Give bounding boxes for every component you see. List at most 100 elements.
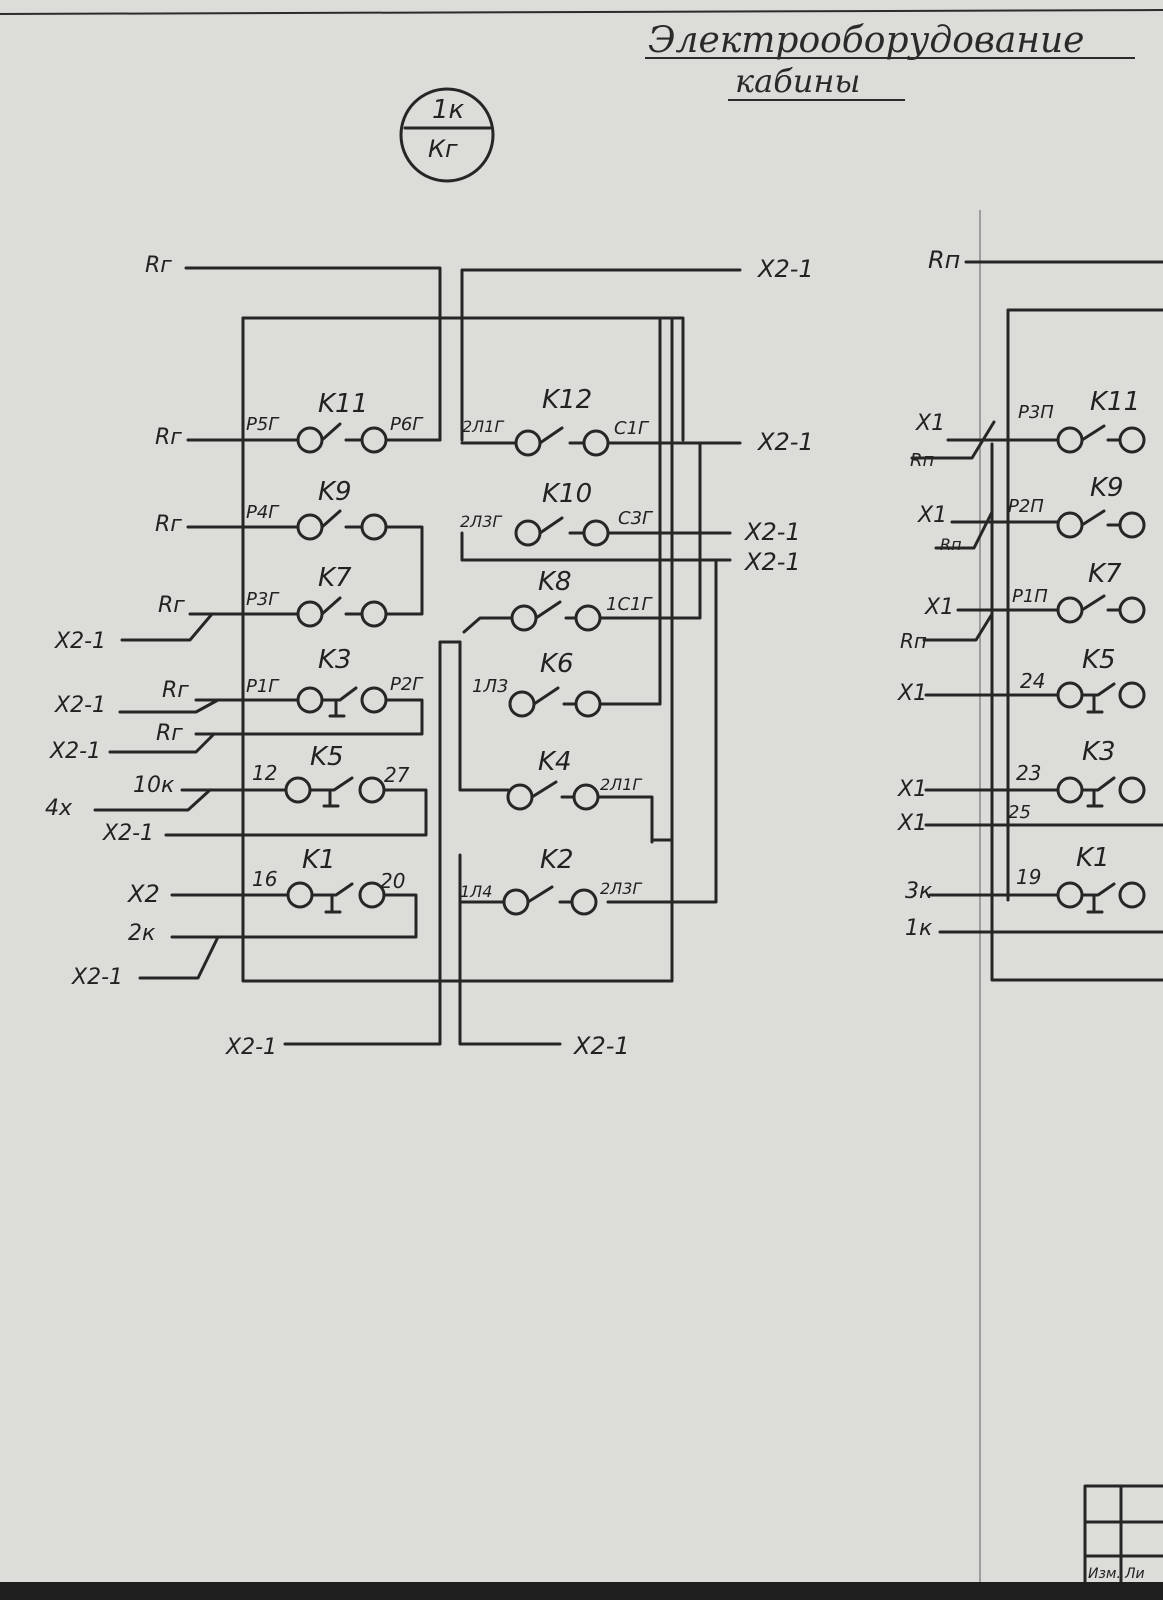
k7-contact-a (296, 600, 324, 628)
rk1-left-feed: 3к (905, 879, 933, 904)
k12-right-feed: X2-1 (756, 428, 814, 456)
rk7-contact-b (1118, 596, 1146, 624)
k12-to: С1Г (614, 418, 650, 439)
k8-contact-a (510, 604, 538, 632)
left-top-label: Rг (145, 253, 172, 278)
k1-name: K1 (302, 845, 336, 875)
k12-contact-a (514, 429, 542, 457)
rk9-name: K9 (1090, 473, 1124, 503)
stamp-label-2: Ли (1124, 1566, 1145, 1582)
left-bottom-left-label: X2-1 (225, 1035, 277, 1060)
right-top-label: Rп (928, 246, 960, 274)
rk1-extra-feed: 1к (905, 916, 933, 941)
stamp-label: Изм. (1088, 1566, 1121, 1582)
k5-from: 12 (252, 761, 277, 785)
k5-extra-feed-2: X2-1 (102, 821, 154, 846)
k3-contact-a (296, 686, 324, 714)
rk9-extra-feed: Rп (940, 535, 962, 554)
rk5-from: 24 (1020, 669, 1045, 693)
k7-name: K7 (318, 563, 352, 593)
k6-contact-b (574, 690, 602, 718)
rk5-contact-b (1118, 681, 1146, 709)
rk11-left-feed: X1 (915, 411, 945, 436)
rk9-contact-a (1056, 511, 1084, 539)
title-line1: Электрооборудование (648, 20, 1084, 61)
rk3-name: K3 (1082, 737, 1116, 767)
k5-extra-feed: 4х (45, 796, 73, 821)
k9-contact-b (360, 513, 388, 541)
rk3-extra-feed: X1 (897, 811, 927, 836)
rk11-name: K11 (1090, 387, 1140, 417)
rk7-from: Р1П (1012, 586, 1048, 607)
rk3-contact-a (1056, 776, 1084, 804)
rk1-contact-a (1056, 881, 1084, 909)
rk3-extra-from: 25 (1008, 802, 1031, 823)
k3-from: Р1Г (246, 676, 280, 697)
k5-left-feed: 10к (133, 773, 175, 798)
k3-extra-feed-3: X2-1 (49, 739, 101, 764)
frame-top-line (0, 9, 1163, 15)
badge-bottom: Кг (428, 135, 458, 163)
k11-to: Р6Г (390, 414, 424, 435)
k9-left-feed: Rг (155, 512, 182, 537)
k9-contact-a (296, 513, 324, 541)
k2-name: K2 (540, 845, 574, 875)
left-panel: Rг X2-1 Rг Р5Г Р6Г K11 Rг Р4Г K9 (45, 253, 814, 1060)
k10-to: С3Г (618, 508, 654, 529)
rk9-left-feed: X1 (917, 503, 947, 528)
rk5-left-feed: X1 (897, 681, 927, 706)
k2-contact-a (502, 888, 530, 916)
k2-to: 2Л3Г (600, 879, 642, 898)
k5-contact-b (358, 776, 386, 804)
k11-left-feed: Rг (155, 425, 182, 450)
k12-contact-b (582, 429, 610, 457)
k7-extra-feed: X2-1 (54, 629, 106, 654)
scan-edge (0, 1582, 1163, 1600)
right-panel: Rп X1 Rп Р3П K11 X1 Rп Р2П K9 X1 Rп Р1П … (897, 246, 1163, 982)
k12-name: K12 (542, 385, 592, 415)
rk11-from: Р3П (1018, 402, 1054, 423)
rk1-contact-b (1118, 881, 1146, 909)
k4-contact-a (506, 783, 534, 811)
rk3-contact-b (1118, 776, 1146, 804)
k2-contact-b (570, 888, 598, 916)
rk9-from: Р2П (1008, 496, 1044, 517)
k7-from: Р3Г (246, 589, 280, 610)
k6-name: K6 (540, 649, 574, 679)
k1-contact-a (286, 881, 314, 909)
rk11-contact-a (1056, 426, 1084, 454)
k11-contact-a (296, 426, 324, 454)
k1-to: 20 (380, 869, 405, 893)
k1-extra-feed-2: X2-1 (71, 965, 123, 990)
rk3-left-feed: X1 (897, 777, 927, 802)
rk5-name: K5 (1082, 645, 1116, 675)
k10-name: K10 (542, 479, 592, 509)
k4-name: K4 (538, 747, 572, 777)
k4-contact-b (572, 783, 600, 811)
k12-from: 2Л1Г (462, 417, 504, 436)
rk7-extra-feed: Rп (900, 629, 927, 653)
rk11-extra-feed: Rп (910, 450, 935, 471)
k2-from: 1Л4 (460, 882, 492, 901)
badge-top: 1к (432, 95, 465, 125)
k9-name: K9 (318, 477, 352, 507)
k10-from: 2Л3Г (460, 512, 502, 531)
k1-extra-feed: 2к (128, 921, 156, 946)
title-block: Изм. Ли (1083, 1484, 1163, 1600)
k11-name: K11 (318, 389, 368, 419)
sheet-badge: 1к Кг (399, 87, 495, 183)
rk7-name: K7 (1088, 559, 1122, 589)
rk5-contact-a (1056, 681, 1084, 709)
rk11-contact-b (1118, 426, 1146, 454)
k1-left-feed: X2 (126, 880, 160, 908)
rk9-contact-b (1118, 511, 1146, 539)
k7-contact-b (360, 600, 388, 628)
k3-left-feed: Rг (162, 678, 189, 703)
k8-name: K8 (538, 567, 572, 597)
k6-contact-a (508, 690, 536, 718)
k6-from: 1Л3 (472, 676, 508, 697)
k3-to: Р2Г (390, 674, 424, 695)
k9-from: Р4Г (246, 502, 280, 523)
k10-contact-b (582, 519, 610, 547)
